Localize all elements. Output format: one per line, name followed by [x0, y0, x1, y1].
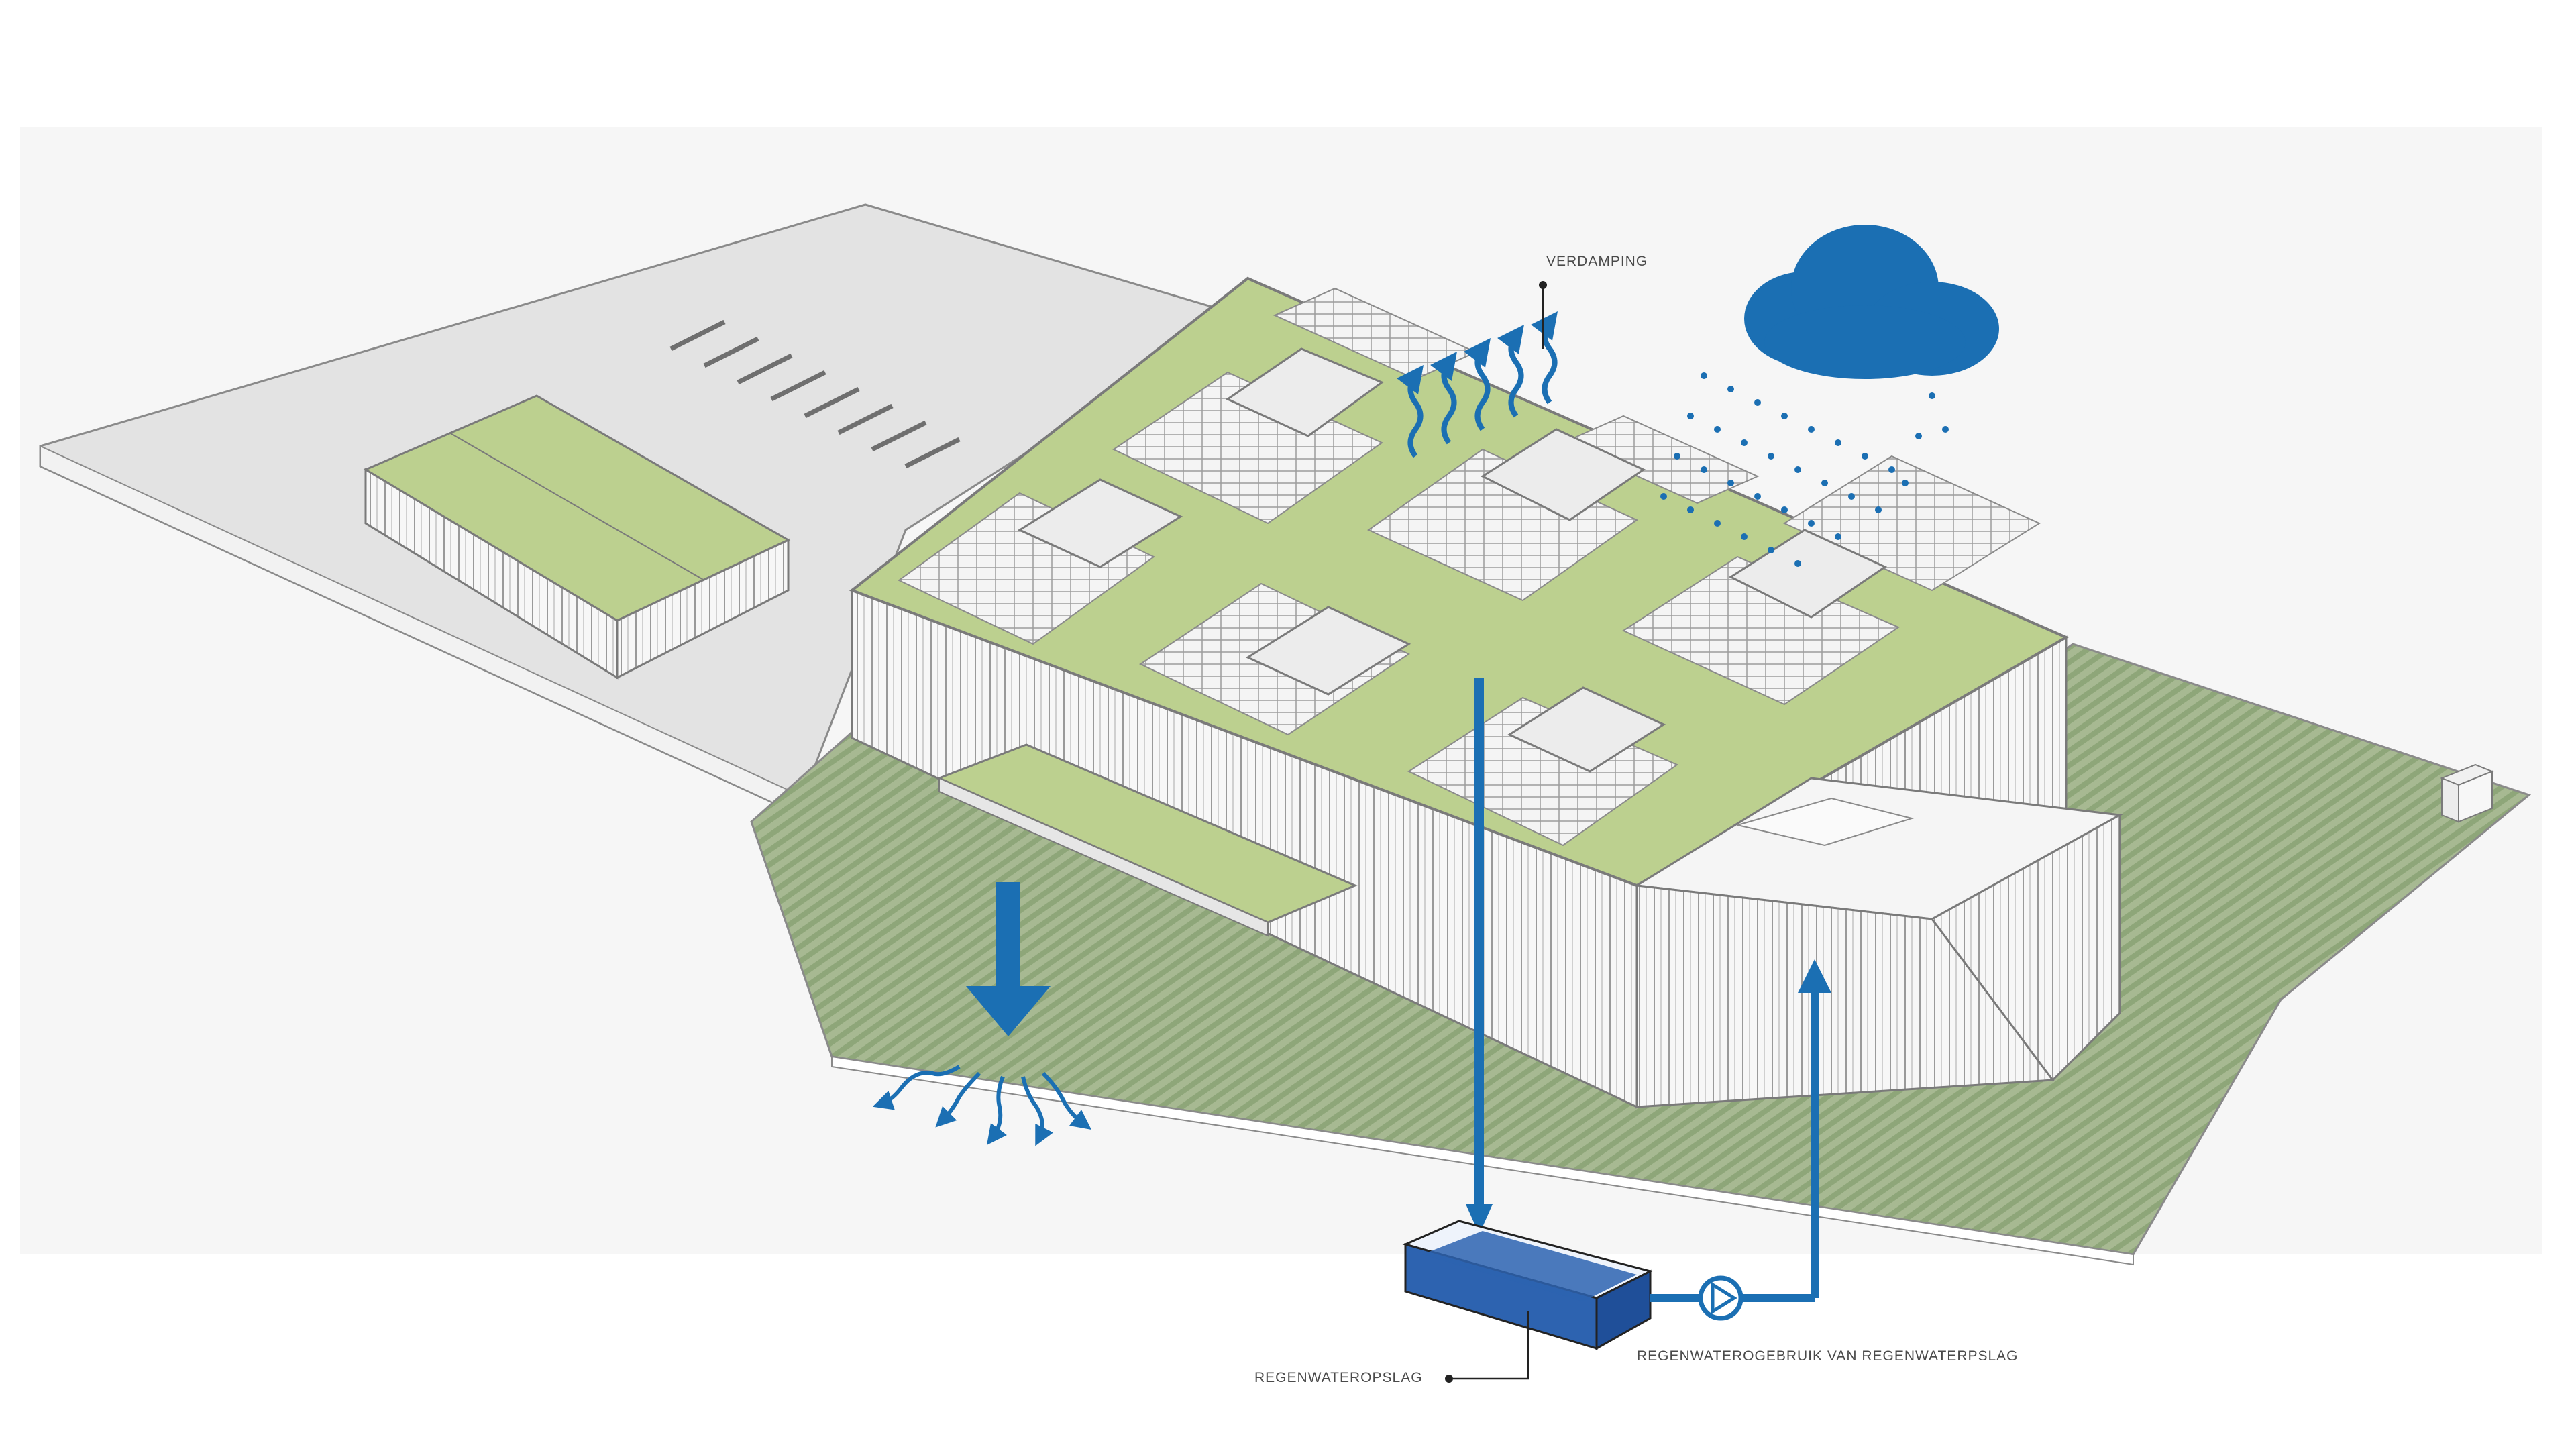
downward-arrow-icon — [966, 882, 1051, 1036]
infiltration-waves-icon — [872, 1065, 1091, 1146]
reuse-label: REGENWATEROGEBRUIK VAN REGENWATERPSLAG — [1637, 1348, 2019, 1364]
skylights — [1017, 347, 1888, 773]
utility-box — [2440, 763, 2494, 823]
downpipe — [1466, 678, 1493, 1234]
evaporation-label: VERDAMPING — [1546, 254, 1648, 269]
reuse-arrowhead — [1798, 959, 1831, 993]
canopy — [936, 743, 1358, 937]
reuse-line — [1650, 989, 1819, 1302]
shed — [363, 394, 791, 680]
evaporation-waves-icon — [1397, 311, 1558, 458]
rain-drops — [1660, 372, 1949, 567]
rainwater-tank — [1402, 1220, 1654, 1350]
office-wing — [1633, 777, 2123, 1108]
storage-leader — [1445, 1311, 1529, 1383]
pump-icon — [1698, 1275, 1743, 1321]
rain-cloud-icon — [1744, 225, 1999, 379]
storage-label: REGENWATEROPSLAG — [1254, 1370, 1423, 1385]
evaporation-leader — [1539, 281, 1547, 349]
